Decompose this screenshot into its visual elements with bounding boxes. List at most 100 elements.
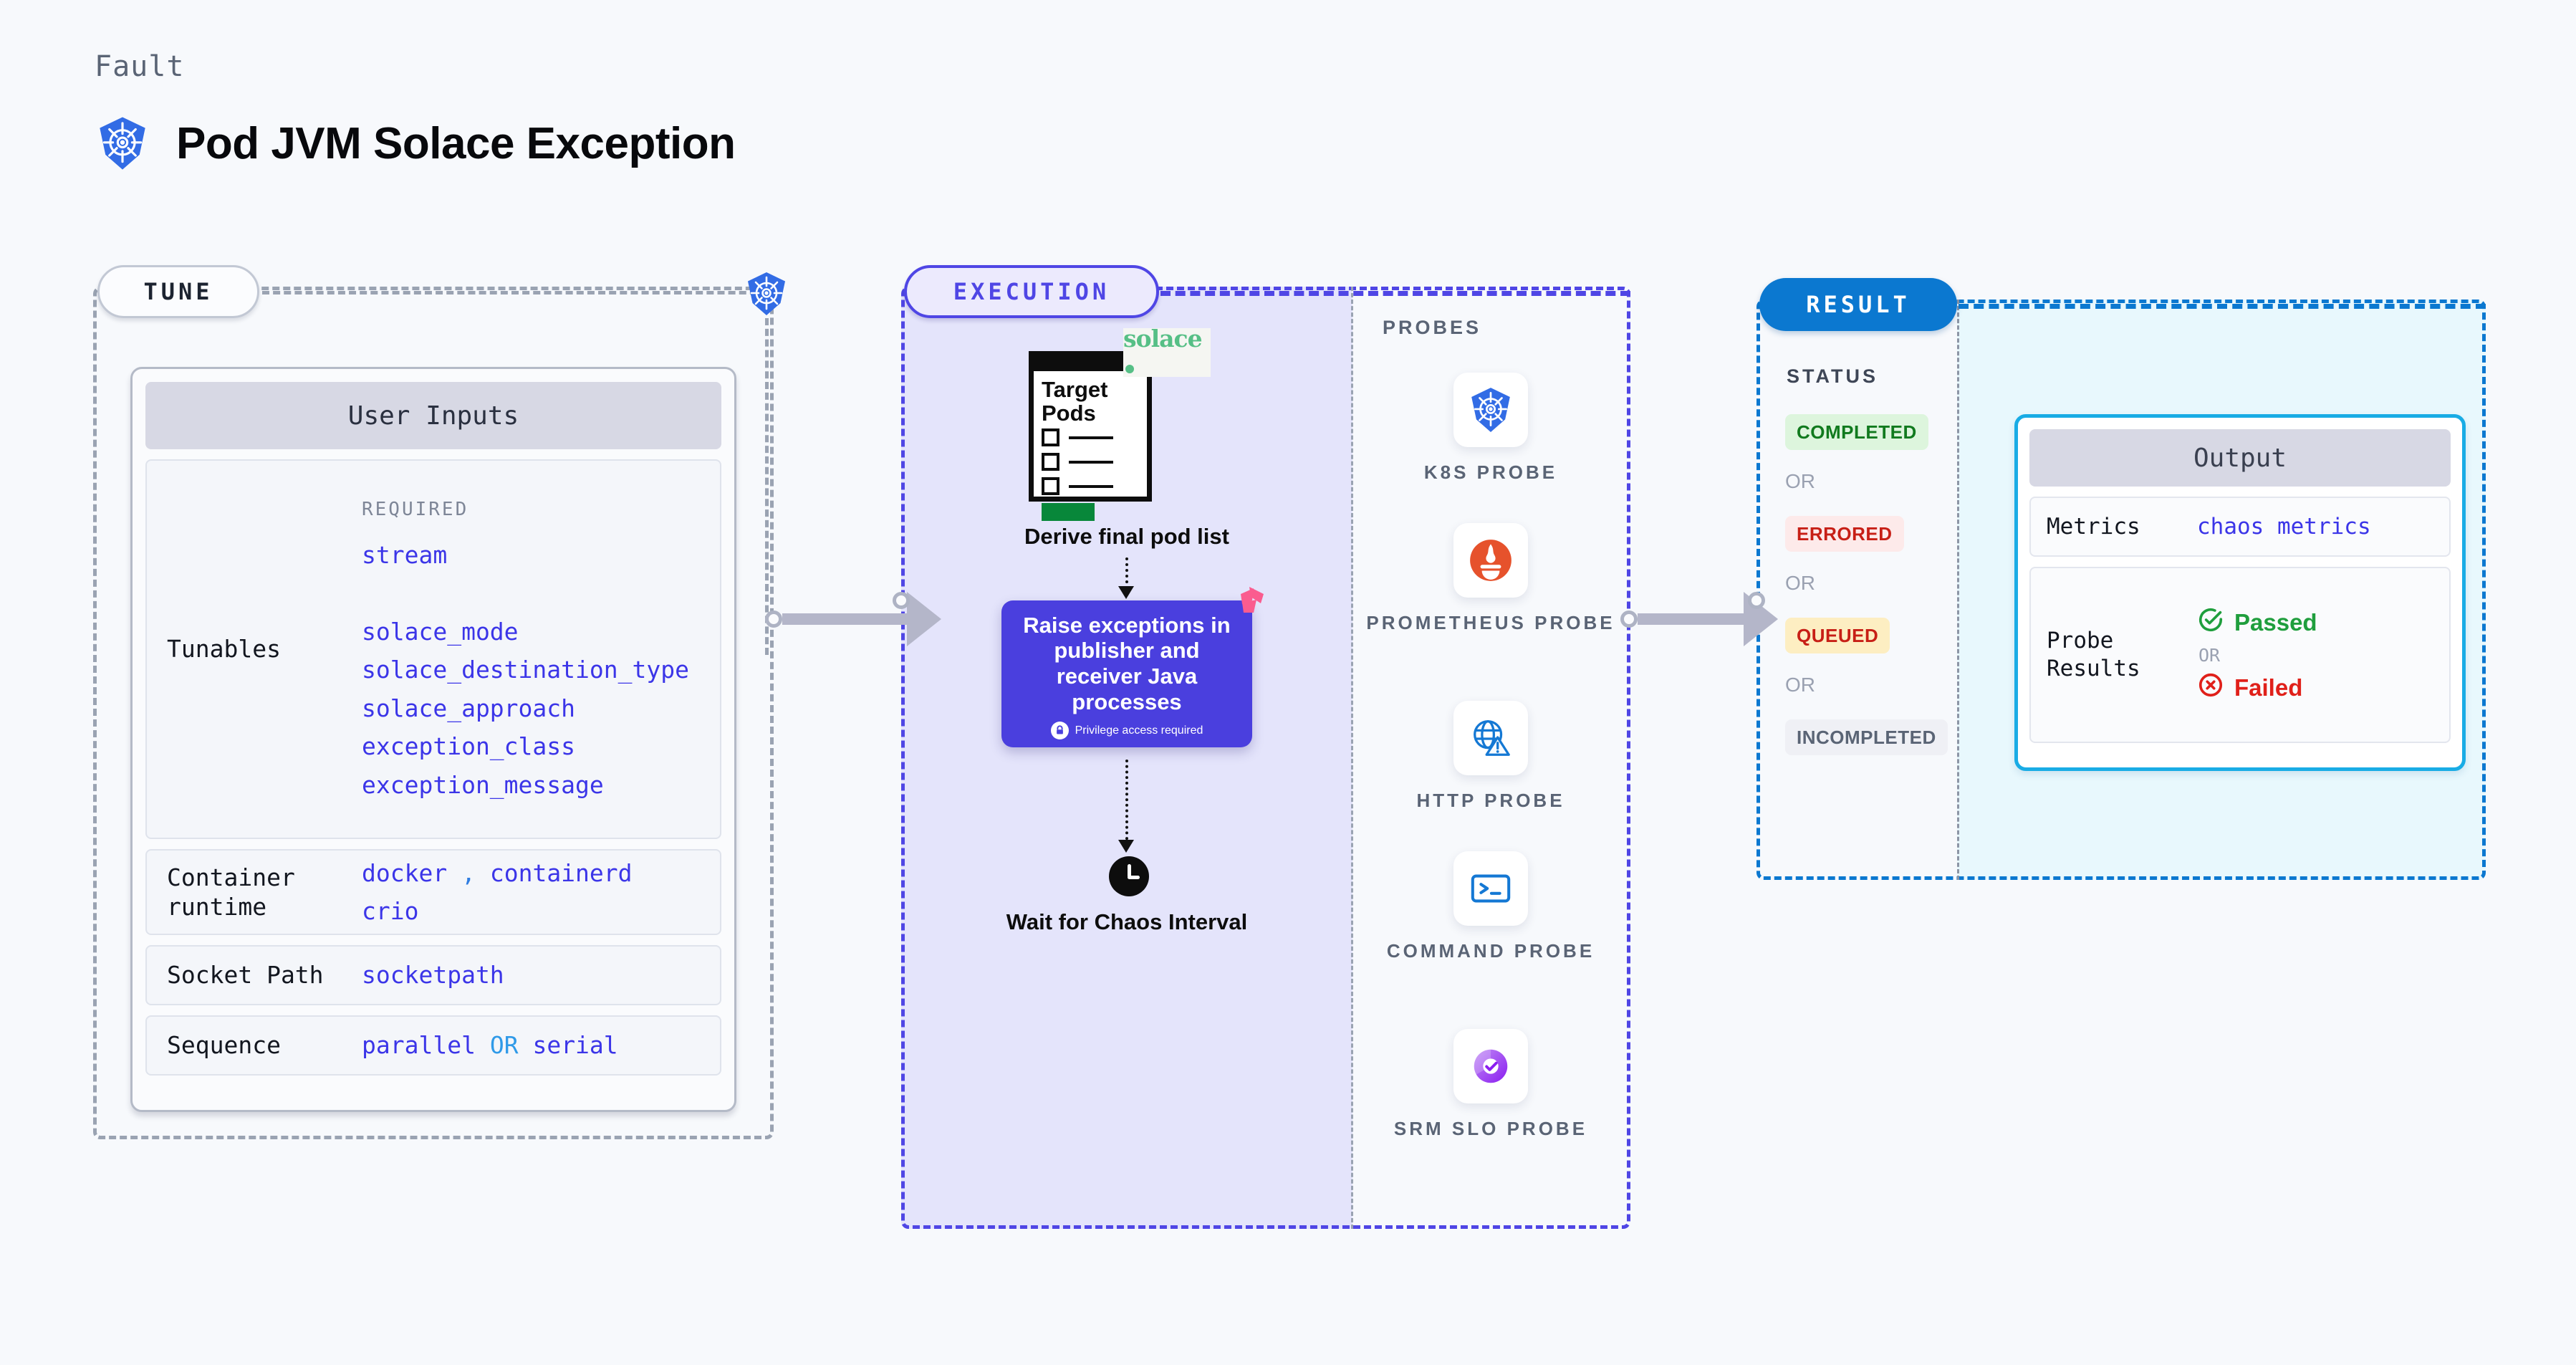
row-value: parallel OR serial (362, 1026, 720, 1064)
sequence-parallel[interactable]: parallel (362, 1031, 476, 1060)
fault-kicker: Fault (95, 50, 185, 83)
execution-header-dotline (1160, 291, 1630, 296)
execution-region (901, 287, 1630, 1229)
tunable-stream[interactable]: stream (362, 540, 448, 569)
probe-result-failed: Failed (2197, 671, 2449, 704)
probes-divider (1351, 287, 1353, 1229)
terminal-icon (1453, 851, 1528, 926)
probe-item-http[interactable]: HTTP PROBE (1351, 701, 1630, 813)
privilege-note-text: Privilege access required (1075, 724, 1203, 737)
or-separator: OR (1785, 674, 1815, 696)
checkbox-icon[interactable] (1042, 453, 1059, 471)
sequence-serial[interactable]: serial (532, 1031, 618, 1060)
kubernetes-icon (744, 271, 789, 317)
chaos-action-card: Raise exceptions in publisher and receiv… (1001, 600, 1252, 747)
connector-bar (1638, 613, 1745, 625)
solace-logo-icon: solace (1123, 325, 1211, 377)
list-line (1069, 484, 1113, 488)
list-item (1042, 453, 1113, 471)
privilege-note: Privilege access required (1050, 722, 1203, 740)
probe-item-srm-slo[interactable]: SRM SLO PROBE (1351, 1029, 1630, 1141)
sequence-joiner: OR (489, 1031, 519, 1060)
status-label: STATUS (1787, 365, 1878, 387)
kubernetes-icon (95, 115, 150, 172)
clock-icon (1109, 856, 1149, 896)
tunable-exception-message[interactable]: exception_message (362, 770, 604, 799)
row-value: docker , containerd crio (362, 854, 720, 931)
table-row: Sequence parallel OR serial (145, 1015, 721, 1076)
check-circle-icon (2197, 606, 2224, 639)
table-row: Probe Results Passed OR (2029, 567, 2451, 743)
row-key: Probe Results (2047, 628, 2140, 681)
probe-label: COMMAND PROBE (1386, 940, 1595, 962)
row-key: Container runtime (167, 863, 295, 921)
result-header-dotline (1959, 304, 2486, 309)
tunable-exception-class[interactable]: exception_class (362, 732, 576, 761)
probe-item-prometheus[interactable]: PROMETHEUS PROBE (1351, 523, 1630, 636)
row-value: REQUIRED stream solace_mode solace_desti… (362, 494, 720, 804)
probe-item-k8s[interactable]: K8S PROBE (1351, 373, 1630, 485)
chaos-action-title: Raise exceptions in publisher and receiv… (1023, 612, 1231, 714)
probes-column: PROBES K8S PROBE (1351, 287, 1630, 1229)
runtime-containerd[interactable]: containerd (489, 858, 633, 887)
row-key: Metrics (2047, 513, 2140, 540)
checkbox-icon[interactable] (1042, 428, 1059, 446)
tune-region (93, 287, 774, 1139)
tune-pill[interactable]: TUNE (97, 265, 259, 318)
table-row: Socket Path socketpath (145, 945, 721, 1005)
output-title: Output (2029, 429, 2451, 487)
result-pill[interactable]: RESULT (1759, 278, 1957, 331)
runtime-docker[interactable]: docker (362, 858, 448, 887)
prometheus-icon (1453, 523, 1528, 598)
probe-result-passed: Passed (2197, 606, 2449, 639)
page-title-text: Pod JVM Solace Exception (176, 118, 736, 168)
flow-arrow-line (1125, 557, 1128, 589)
tunable-solace-destination-type[interactable]: solace_destination_type (362, 656, 689, 684)
litmus-logo-icon (1232, 584, 1268, 620)
connector-dot (765, 610, 782, 628)
target-pods-frame (1029, 351, 1152, 502)
probes-label: PROBES (1383, 317, 1482, 338)
row-key: Tunables (167, 635, 281, 664)
row-value[interactable]: chaos metrics (2197, 514, 2371, 540)
table-row: Metrics chaos metrics (2029, 497, 2451, 557)
or-separator: OR (1785, 470, 1815, 492)
result-divider (1957, 300, 1959, 880)
result-region (1756, 300, 2486, 880)
required-label: REQUIRED (362, 498, 469, 520)
output-card: Output Metrics chaos metrics Probe Resul… (2014, 414, 2466, 771)
user-inputs-card: User Inputs Tunables REQUIRED stream sol… (130, 367, 736, 1112)
lock-icon (1050, 722, 1069, 740)
http-globe-warning-icon (1453, 701, 1528, 775)
tunable-solace-mode[interactable]: solace_mode (362, 617, 519, 646)
result-status-column: STATUS COMPLETED OR ERRORED OR QUEUED OR… (1756, 300, 1957, 880)
status-badge-errored: ERRORED (1785, 516, 1904, 552)
status-bar (1042, 503, 1095, 521)
probe-label: HTTP PROBE (1416, 790, 1565, 811)
checkbox-icon[interactable] (1042, 477, 1059, 495)
connector-bar (782, 613, 908, 625)
kubernetes-node-dropline (765, 318, 769, 655)
list-item (1042, 428, 1113, 446)
connector-arrowhead (907, 592, 941, 646)
table-row: Tunables REQUIRED stream solace_mode sol… (145, 459, 721, 839)
execution-pill[interactable]: EXECUTION (904, 265, 1159, 318)
or-separator: OR (1785, 572, 1815, 594)
runtime-crio[interactable]: crio (362, 897, 419, 925)
user-inputs-title: User Inputs (145, 382, 721, 449)
passed-label: Passed (2234, 608, 2317, 636)
solace-dot (1125, 365, 1134, 373)
tunable-solace-approach[interactable]: solace_approach (362, 694, 576, 722)
page-title: Pod JVM Solace Exception (95, 115, 736, 172)
row-value: socketpath (362, 956, 720, 994)
execution-step2-caption: Wait for Chaos Interval (1006, 909, 1248, 934)
table-row: Container runtime docker , containerd cr… (145, 849, 721, 935)
probe-item-command[interactable]: COMMAND PROBE (1351, 851, 1630, 964)
failed-label: Failed (2234, 674, 2303, 701)
connector-dot (893, 592, 910, 609)
probe-label: SRM SLO PROBE (1393, 1118, 1588, 1139)
socketpath-value[interactable]: socketpath (362, 961, 504, 990)
flow-arrow-head (1118, 586, 1134, 599)
